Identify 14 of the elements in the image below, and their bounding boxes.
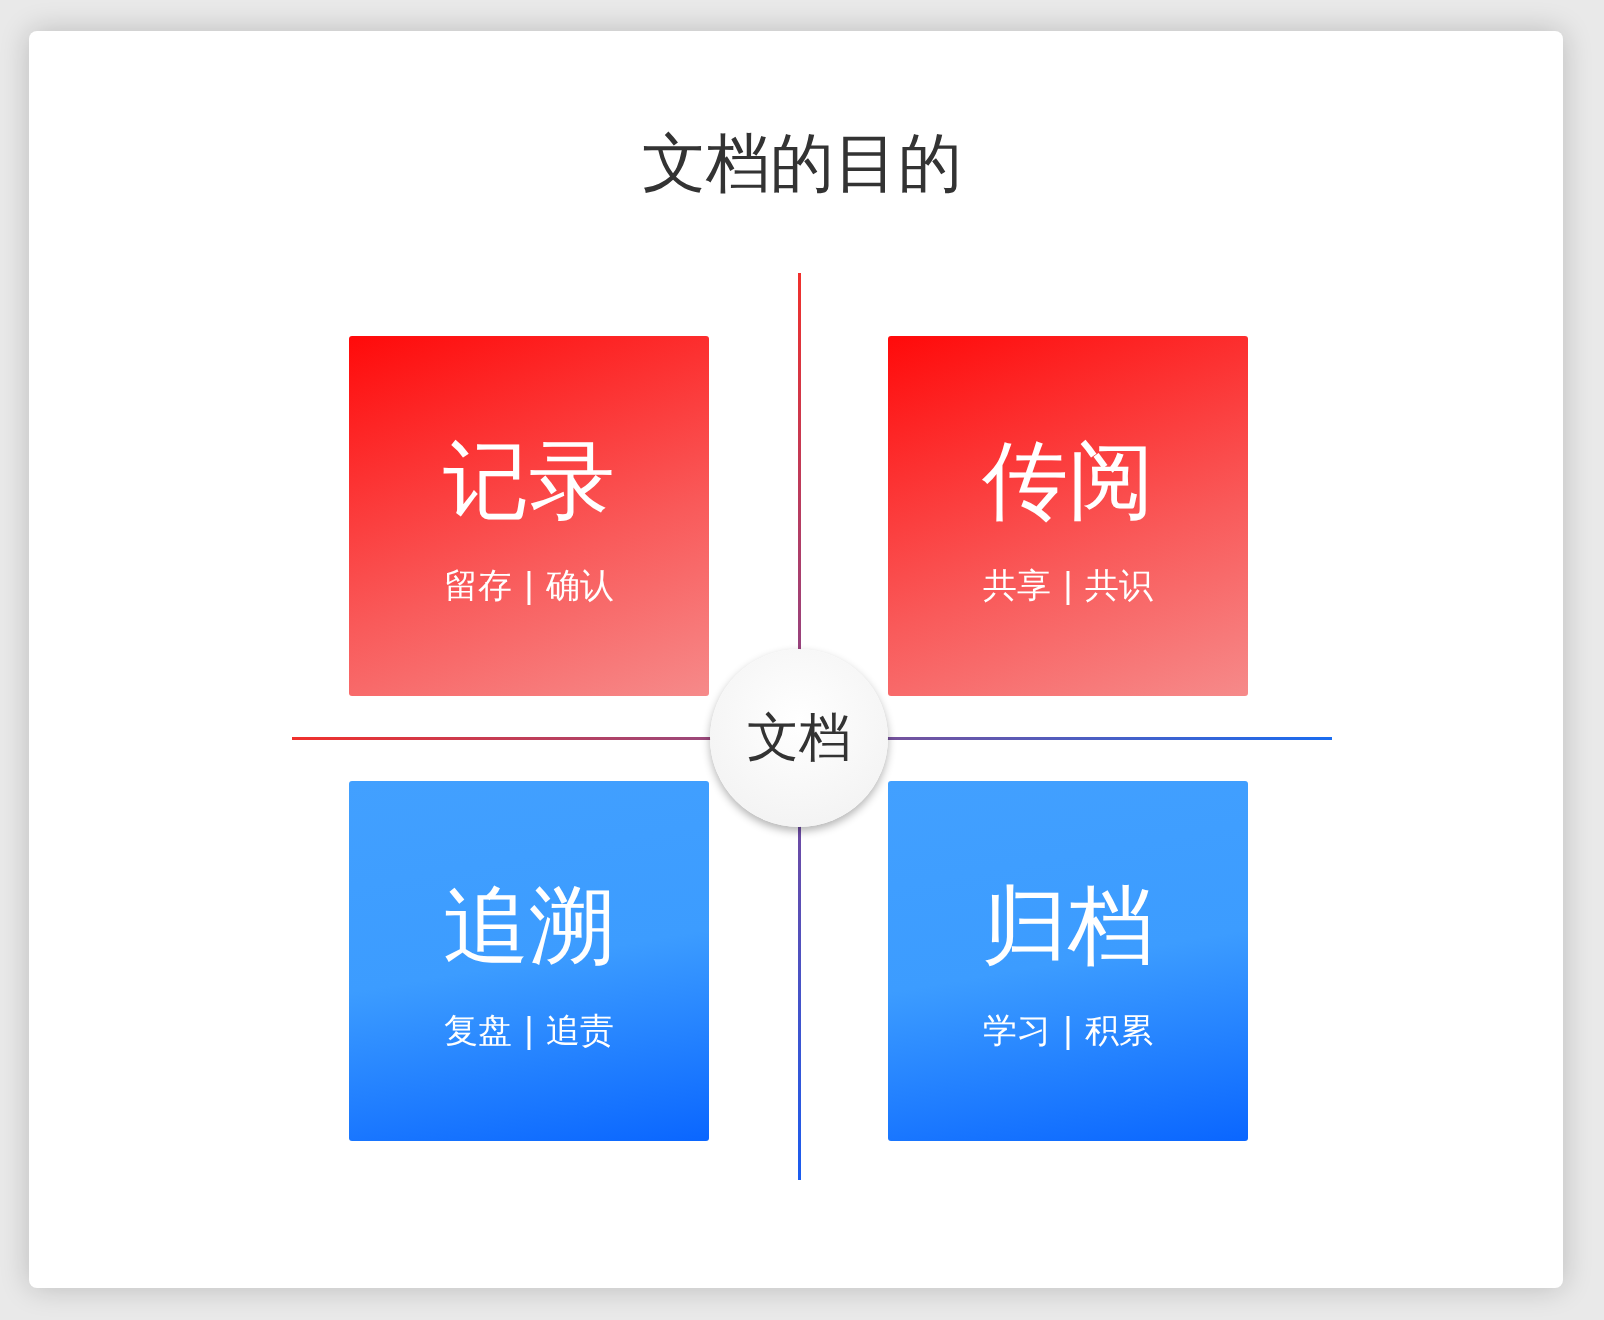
page-title: 文档的目的 bbox=[642, 125, 962, 202]
card-heading: 传阅 bbox=[982, 432, 1154, 528]
card-subtitle: 共享 | 共识 bbox=[983, 564, 1153, 608]
quadrant-card bbox=[349, 336, 709, 696]
quadrant-card bbox=[888, 336, 1248, 696]
card-heading: 追溯 bbox=[443, 877, 615, 973]
card-heading: 归档 bbox=[982, 877, 1154, 973]
card-subtitle: 留存 | 确认 bbox=[444, 564, 614, 608]
quadrant-card bbox=[349, 781, 709, 1141]
card-subtitle: 复盘 | 追责 bbox=[444, 1009, 614, 1053]
card-heading: 记录 bbox=[443, 432, 615, 528]
card-subtitle: 学习 | 积累 bbox=[983, 1009, 1153, 1053]
quadrant-card bbox=[888, 781, 1248, 1141]
circle-label: 文档 bbox=[747, 706, 851, 769]
